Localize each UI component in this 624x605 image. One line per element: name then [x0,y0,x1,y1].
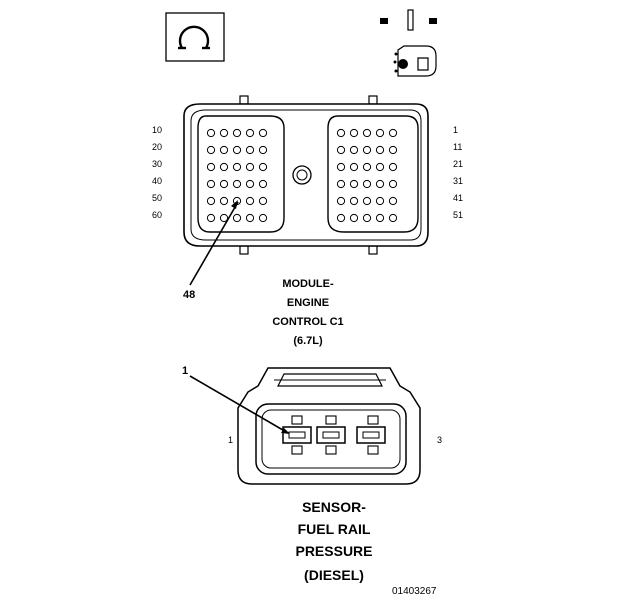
ecm-pin-left [258,196,268,206]
ecm-right-pin-label: 41 [453,193,463,203]
ecm-pin-right [336,162,346,172]
ecm-pin-left [219,179,229,189]
sensor-caption-line: FUEL RAIL [298,521,371,537]
ecm-pin-right [349,213,359,223]
ecm-callout-label: 48 [183,289,195,301]
ecm-right-pin-label: 21 [453,159,463,169]
ecm-pin-right [375,145,385,155]
ecm-pin-left [245,162,255,172]
ecm-pin-left [245,196,255,206]
ecm-pin-right [388,162,398,172]
sensor-right-pin-label: 3 [437,435,442,445]
ecm-pin-right [336,196,346,206]
terminal-key-icon [380,9,437,77]
ecm-pin-left [245,179,255,189]
sensor-terminal-2 [316,415,346,455]
ecm-left-pin-label: 40 [152,176,162,186]
ecm-pin-left [219,213,229,223]
ecm-pin-right [388,179,398,189]
ecm-pin-left [219,128,229,138]
ecm-pin-left [258,179,268,189]
ecm-right-pin-label: 11 [453,142,462,152]
ecm-left-pin-label: 20 [152,142,162,152]
ecm-pin-right [362,213,372,223]
ecm-pin-right [375,213,385,223]
ecm-pin-right [375,179,385,189]
sensor-terminal-3 [356,415,386,455]
ecm-pin-left [245,213,255,223]
ecm-pin-left [206,145,216,155]
ecm-pin-left [219,145,229,155]
sensor-callout-label: 1 [182,365,188,377]
ecm-pin-left [206,213,216,223]
ecm-pin-left [206,128,216,138]
ecm-pin-left [232,179,242,189]
ecm-pin-left [245,128,255,138]
ecm-pin-left [206,162,216,172]
ecm-caption-line: CONTROL C1 [272,316,343,328]
sensor-caption-line: SENSOR- [302,499,366,515]
ecm-pin-right [362,196,372,206]
sensor-left-pin-label: 1 [228,435,233,445]
ecm-connector [183,95,429,255]
ecm-pin-right [349,196,359,206]
ecm-pin-right [388,128,398,138]
ecm-pin-right [349,145,359,155]
ecm-pin-left [232,213,242,223]
sensor-connector [237,367,421,485]
ecm-pin-right [336,128,346,138]
ecm-pin-right [349,162,359,172]
ecm-pin-right [388,196,398,206]
ecm-left-pin-label: 60 [152,210,162,220]
ecm-pin-left [232,162,242,172]
ecm-pin-left [219,162,229,172]
ecm-pin-right [388,213,398,223]
ecm-left-pin-label: 30 [152,159,162,169]
ecm-pin-right [336,213,346,223]
ecm-pin-left [258,145,268,155]
ecm-pin-grid-right [336,128,398,223]
figure-id: 01403267 [392,586,437,597]
ecm-left-pin-label: 50 [152,193,162,203]
ecm-pin-left [206,179,216,189]
ecm-caption-line: MODULE- [282,278,334,290]
ecm-pin-right [375,196,385,206]
ecm-pin-left [206,196,216,206]
ecm-pin-right [388,145,398,155]
sensor-callout-1: 1 [182,365,290,434]
ecm-pin-right [362,128,372,138]
ecm-pin-left [258,213,268,223]
ecm-pin-left [232,128,242,138]
sensor-caption-line: (DIESEL) [304,567,364,583]
ecm-pin-left [258,128,268,138]
ecm-pin-left [219,196,229,206]
ecm-left-pin-label: 10 [152,125,162,135]
sensor-caption-line: PRESSURE [295,543,372,559]
ecm-pin-left [245,145,255,155]
ecm-pin-right [375,128,385,138]
ecm-pin-left [258,162,268,172]
ecm-caption-line: (6.7L) [293,335,323,347]
ecm-pin-right [362,179,372,189]
connector-view-symbol-icon [165,12,225,62]
ecm-pin-right [349,179,359,189]
sensor-terminal-1 [282,415,312,455]
ecm-pin-right [362,145,372,155]
ecm-pin-left [232,145,242,155]
ecm-right-pin-label: 1 [453,125,458,135]
ecm-pin-right [375,162,385,172]
ecm-pin-right [336,179,346,189]
ecm-right-pin-label: 31 [453,176,463,186]
ecm-pin-right [362,162,372,172]
ecm-pin-grid-left [206,128,268,223]
ecm-callout-48: 48 [183,200,239,301]
ecm-right-pin-label: 51 [453,210,463,220]
ecm-caption-line: ENGINE [287,297,329,309]
ecm-pin-right [349,128,359,138]
ecm-pin-right [336,145,346,155]
